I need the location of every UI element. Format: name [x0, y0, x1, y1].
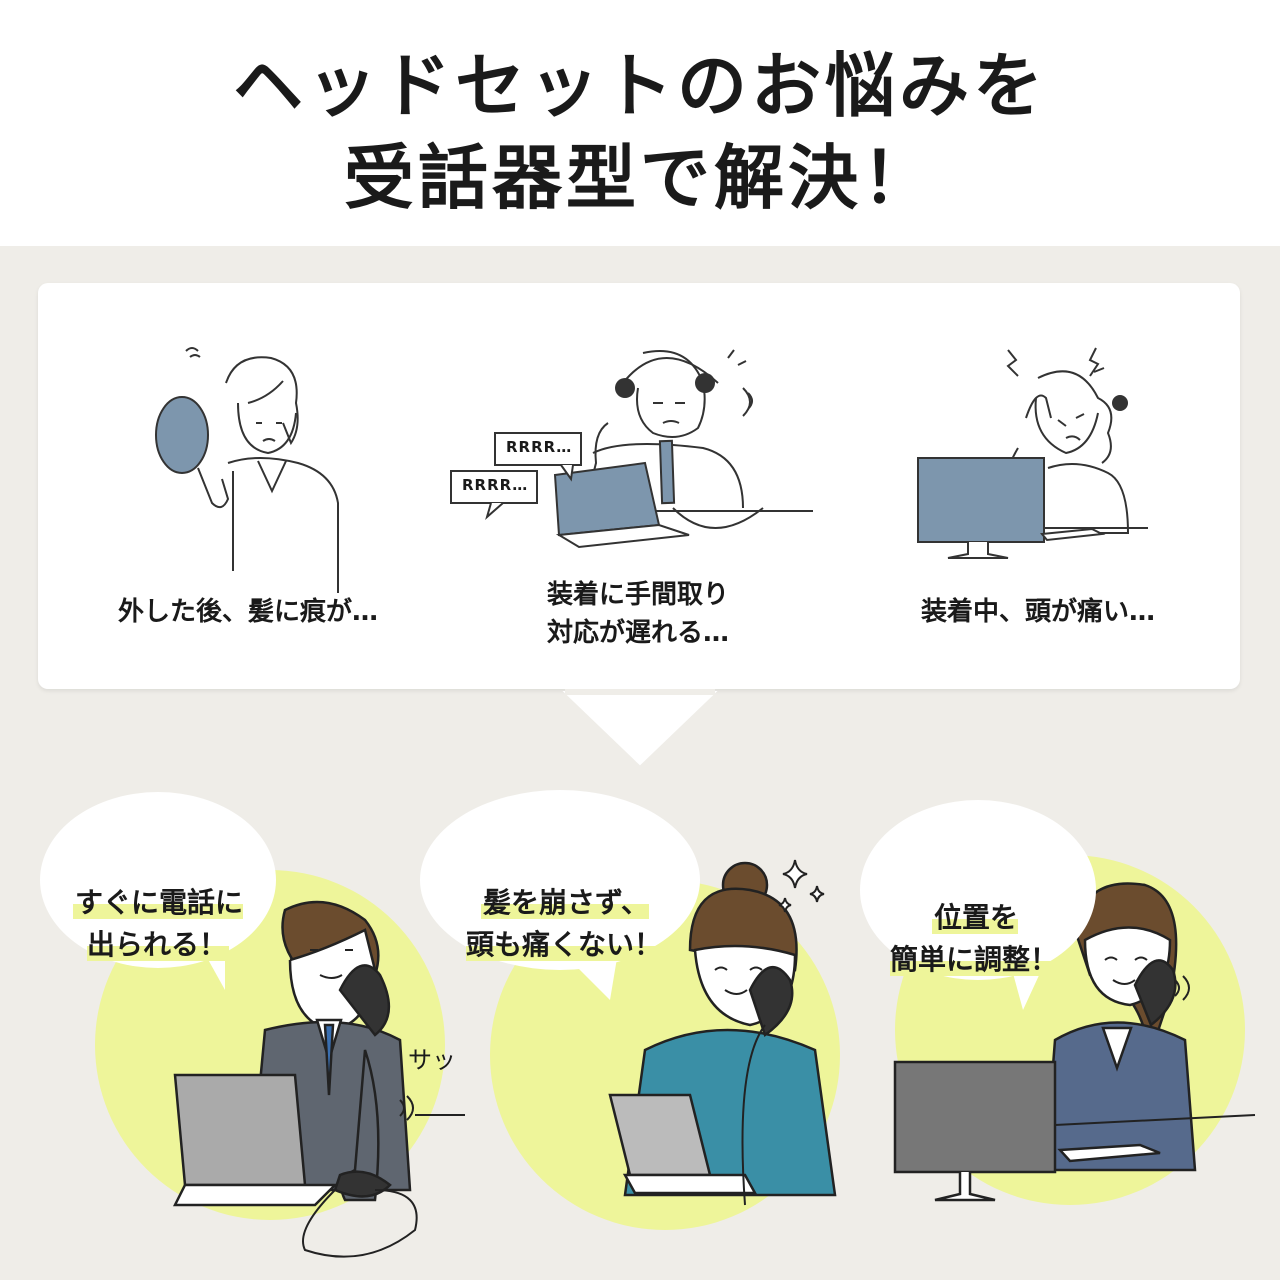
mirror-woman-illustration	[155, 347, 339, 593]
solution-bubble-text-1: すぐに電話に 出られる！	[58, 840, 258, 966]
headline-line-2: 受話器型で解決！	[344, 137, 936, 219]
solution-bubble-3-text: 位置を 簡単に調整！	[889, 901, 1060, 976]
problems-card: 外した後、髪に痕が… RRRR… RRRR… 装着に手間取り 対応が遅れる…	[38, 283, 1240, 689]
solution-bubble-1-text: すぐに電話に 出られる！	[72, 886, 243, 961]
headache-woman-illustration	[917, 347, 1148, 559]
ring-bubble-2: RRRR…	[462, 476, 529, 494]
headline-line-1: ヘッドセットのお悩みを	[233, 45, 1047, 127]
down-arrow-icon	[562, 689, 718, 766]
problem-label-2: 装着に手間取り 対応が遅れる…	[546, 580, 729, 648]
solution-bubble-text-3: 位置を 簡単に調整！	[875, 855, 1075, 981]
problem-label-1: 外した後、髪に痕が…	[117, 597, 378, 627]
ring-bubble-1: RRRR…	[506, 438, 573, 456]
swoosh-sfx-label: サッ	[408, 1046, 456, 1074]
solution-bubble-2-text: 髪を崩さず、 頭も痛くない！	[465, 886, 664, 961]
problem-label-3: 装着中、頭が痛い…	[920, 597, 1155, 627]
headset-man-illustration	[450, 349, 813, 549]
headline: ヘッドセットのお悩みを 受話器型で解決！	[0, 40, 1280, 224]
solution-bubble-text-2: 髪を崩さず、 頭も痛くない！	[440, 840, 690, 966]
